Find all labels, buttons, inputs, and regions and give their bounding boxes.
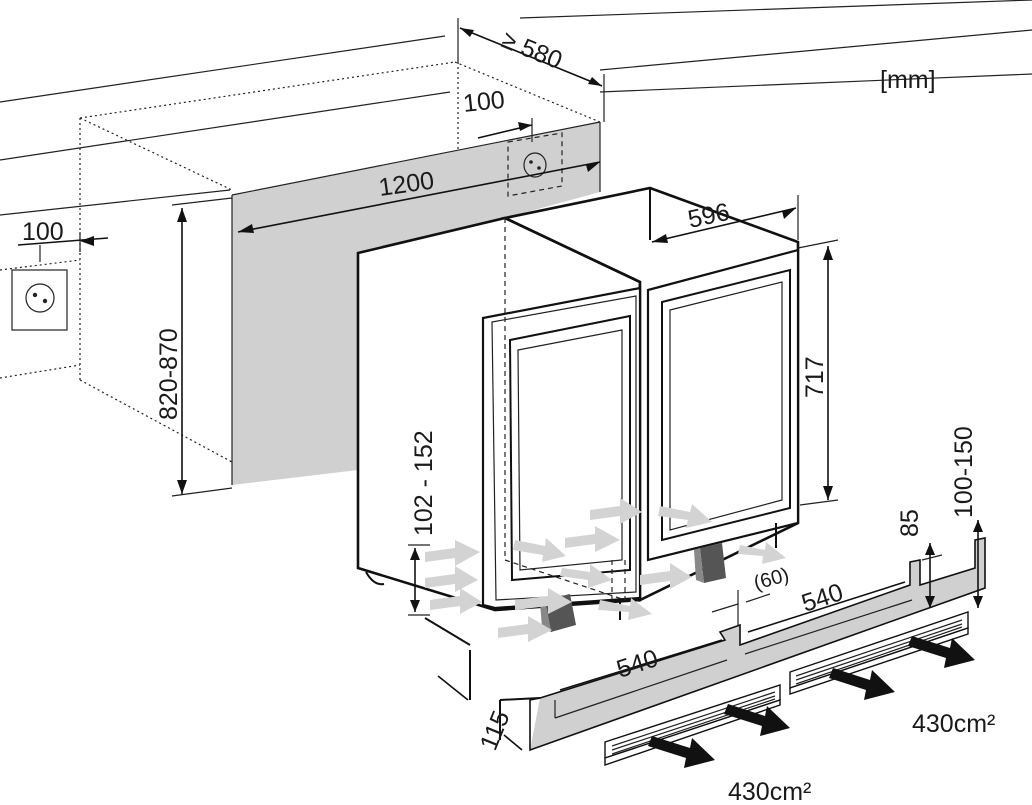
dim-vent-gap-60 (711, 590, 771, 625)
dim-vent-540-right (747, 581, 906, 633)
label-plinth-100-150: 100-150 (950, 426, 978, 518)
dim-unit-width-596 (651, 195, 799, 243)
label-plinth-85: 85 (896, 509, 924, 537)
label-socket-100-top: 100 (462, 86, 506, 118)
side-socket (11, 245, 68, 331)
label-vent-area-right: 430cm² (912, 710, 995, 738)
dim-socket-100-top (477, 118, 533, 142)
label-unit-height-717: 717 (801, 356, 829, 398)
units-label: [mm] (880, 66, 936, 94)
label-depth-580: ≥ 580 (498, 26, 566, 75)
niche-back-wall (231, 121, 601, 485)
dim-socket-100-left (17, 232, 109, 252)
wall-lines (0, 0, 1032, 216)
label-plinth-102-152: 102 - 152 (410, 430, 438, 536)
dim-plinth-100-150 (973, 520, 983, 608)
airflow-out-arrows (648, 636, 975, 768)
label-vent-area-bottom: 430cm² (728, 778, 811, 805)
label-socket-100-left: 100 (22, 218, 64, 246)
dim-vent-540-left (559, 639, 723, 691)
rear-socket (507, 132, 563, 197)
plinth (469, 537, 986, 752)
dim-plinth-85 (921, 543, 943, 608)
dim-plinth-102-152 (408, 544, 430, 616)
label-height-820-870: 820-870 (155, 328, 183, 420)
label-vent-gap-60: (60) (751, 564, 791, 595)
dim-height-820-870 (171, 197, 233, 497)
appliance (356, 186, 800, 646)
dim-width-1200 (237, 161, 601, 233)
dim-unit-height-717 (797, 239, 839, 506)
dim-setback-115 (437, 675, 523, 751)
dim-depth-580 (457, 18, 605, 122)
airflow-in-arrows (425, 498, 786, 642)
foot-right (694, 543, 726, 583)
label-setback-115: 115 (475, 707, 516, 754)
